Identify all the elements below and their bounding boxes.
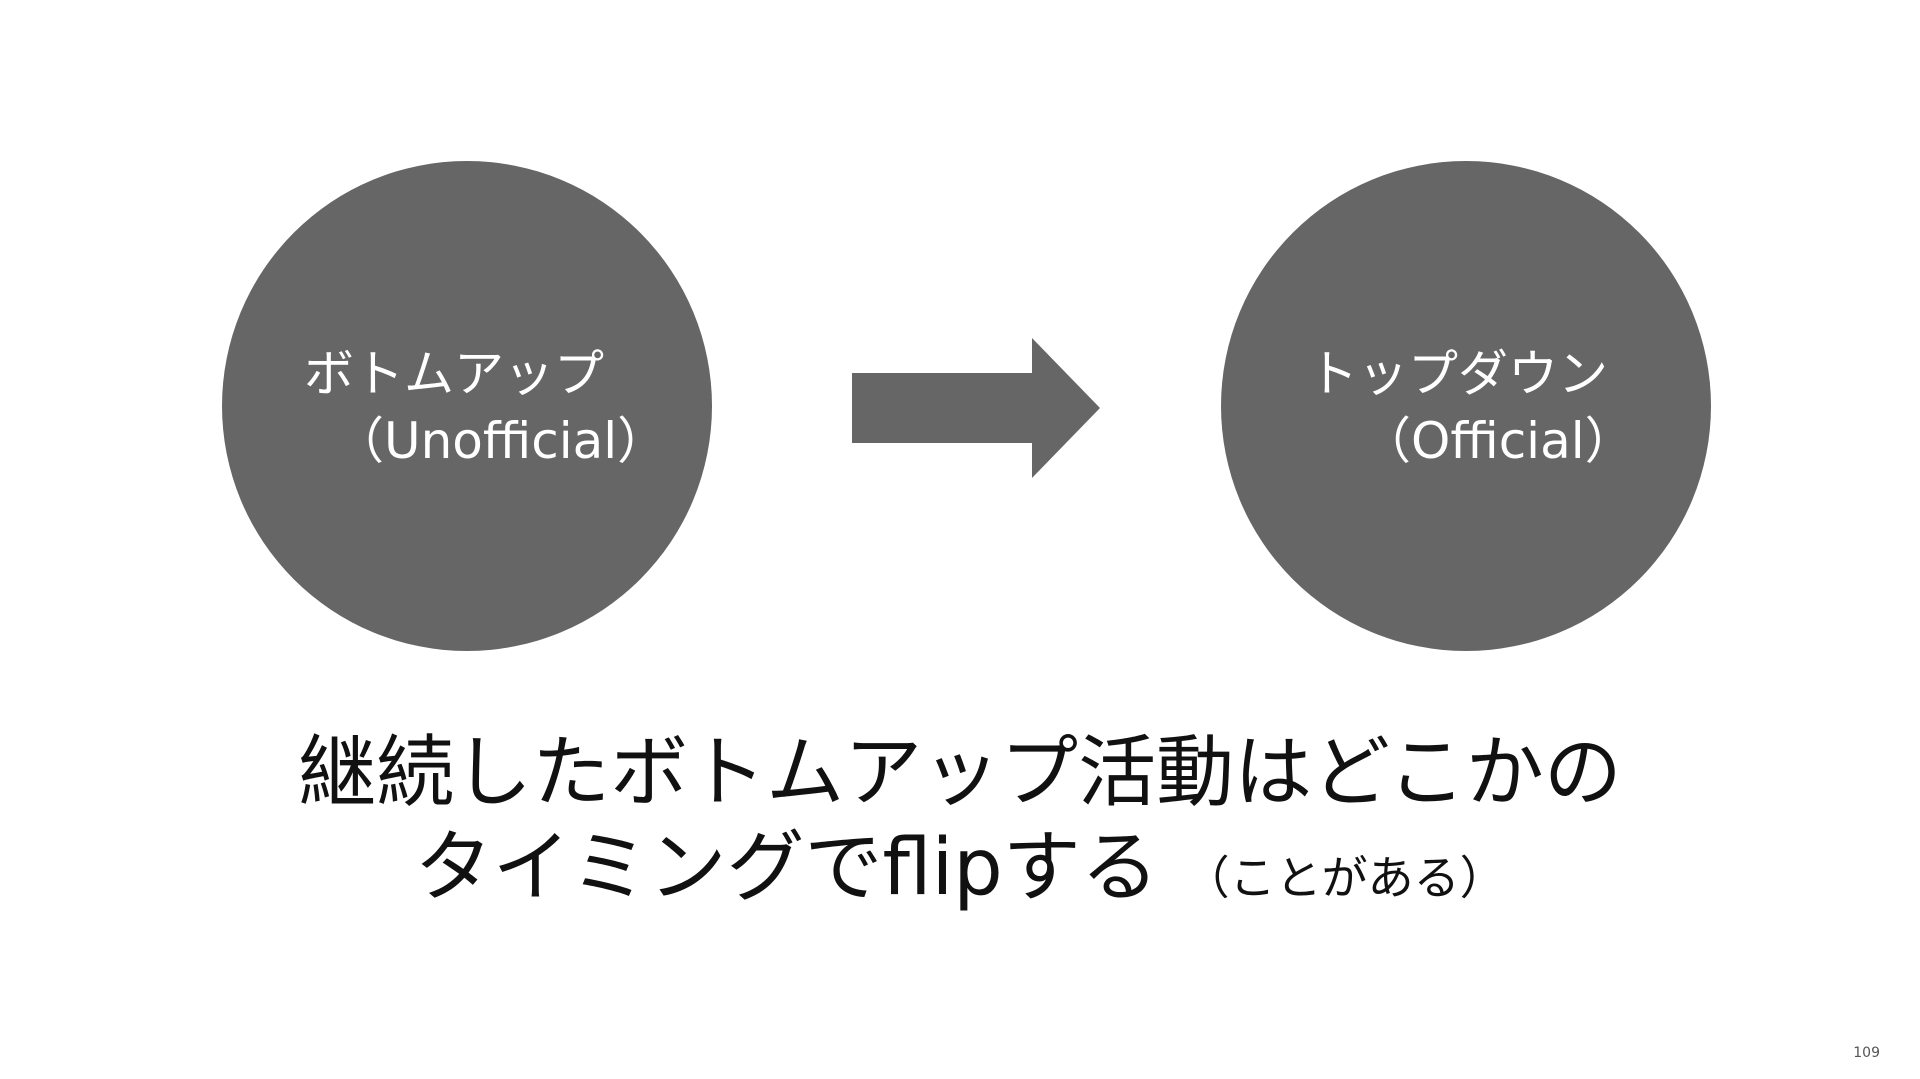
caption-line-2-note: （ことがある）: [1183, 851, 1506, 905]
right-arrow-icon: [852, 338, 1100, 478]
node-bottom-up: ボトムアップ （Unofficial）: [222, 161, 712, 651]
page-number: 109: [1853, 1045, 1880, 1061]
node-top-down-sublabel: （Official）: [1361, 412, 1635, 470]
node-top-down: トップダウン （Official）: [1221, 161, 1711, 651]
node-bottom-up-label: ボトムアップ: [304, 345, 604, 403]
node-bottom-up-sublabel: （Unofficial）: [334, 412, 668, 470]
node-top-down-label: トップダウン: [1308, 345, 1608, 403]
caption-line-2-main: タイミングでflipする: [414, 823, 1159, 913]
caption-line-2: タイミングでflipする （ことがある）: [0, 823, 1920, 923]
caption-line-1: 継続したボトムアップ活動はどこかの: [298, 728, 1622, 818]
